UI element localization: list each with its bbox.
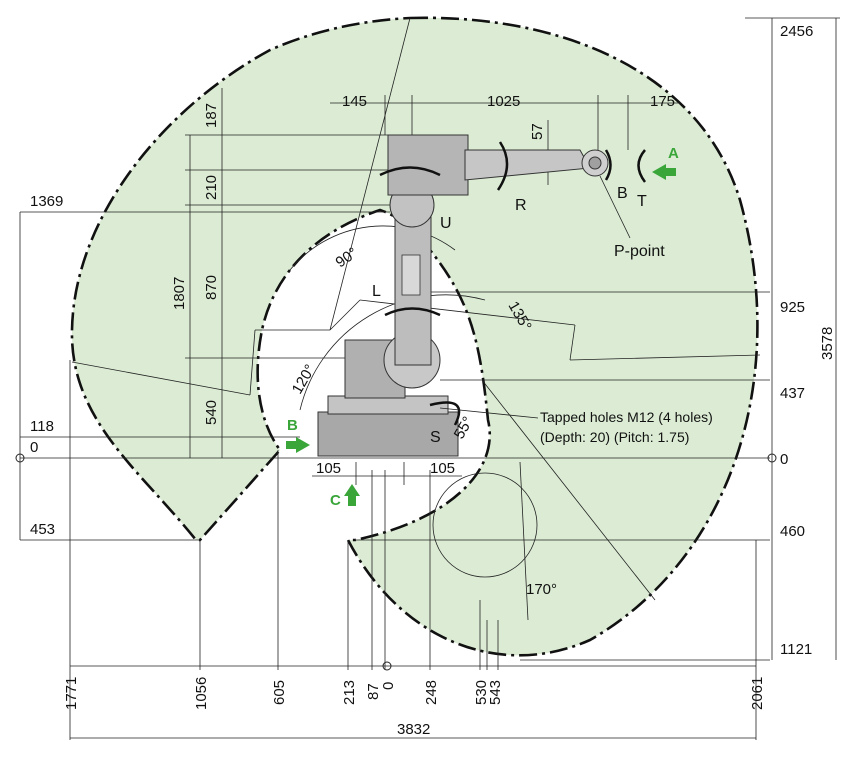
axis-label-l: L: [372, 283, 381, 300]
view-label-b: B: [287, 417, 298, 434]
dim-543: 543: [487, 680, 504, 705]
axis-label-t: T: [637, 193, 647, 210]
dim-1121: 1121: [780, 641, 812, 658]
tapped-holes-note-line1: Tapped holes M12 (4 holes): [540, 409, 713, 425]
dim-460: 460: [780, 523, 805, 540]
dim-87: 87: [365, 683, 382, 700]
view-arrow-c: [344, 484, 360, 506]
dim-925: 925: [780, 299, 805, 316]
dim-437: 437: [780, 385, 805, 402]
dim-453: 453: [30, 521, 55, 538]
work-envelope-boundary: [70, 16, 759, 657]
dim-213: 213: [341, 680, 358, 705]
dim-605: 605: [271, 680, 288, 705]
dim-1807: 1807: [171, 277, 188, 310]
reach-construction-lines: [71, 17, 761, 621]
dimension-lines: [19, 17, 840, 740]
dim-right-0: 0: [780, 451, 788, 468]
dim-175: 175: [650, 93, 675, 110]
dim-187: 187: [203, 103, 220, 128]
dim-1025: 1025: [487, 93, 520, 110]
dim-1369: 1369: [30, 193, 63, 210]
angle-170: 170°: [526, 581, 557, 598]
dim-3578: 3578: [819, 327, 836, 360]
axis-label-u: U: [440, 215, 452, 232]
angle-120: 120°: [289, 362, 319, 397]
dim-540: 540: [203, 400, 220, 425]
p-point-leader: [599, 175, 631, 239]
dim-870: 870: [203, 275, 220, 300]
view-arrow-b: [286, 437, 310, 453]
work-envelope-area: [71, 17, 758, 656]
dim-1771: 1771: [63, 677, 80, 710]
dim-248: 248: [423, 680, 440, 705]
dim-bottom-0: 0: [380, 682, 397, 690]
dim-1056: 1056: [193, 677, 210, 710]
p-point-label: P-point: [614, 243, 665, 260]
axis-label-s: S: [430, 429, 441, 446]
dim-2456: 2456: [780, 23, 813, 40]
tapped-holes-leader: [439, 407, 539, 419]
axis-label-b: B: [617, 185, 628, 202]
dim-530: 530: [473, 680, 490, 705]
view-arrow-a: [652, 164, 676, 180]
origin-markers: [15, 453, 777, 671]
dim-105-left: 105: [316, 460, 341, 477]
view-label-a: A: [668, 145, 679, 162]
view-arrows: [286, 164, 676, 506]
angle-90: 90°: [333, 244, 361, 271]
view-label-c: C: [330, 492, 341, 509]
dim-118: 118: [30, 418, 54, 435]
dim-145: 145: [342, 93, 367, 110]
dim-2061: 2061: [749, 677, 766, 710]
dim-left-0: 0: [30, 439, 38, 456]
dim-57: 57: [529, 123, 546, 140]
dim-3832: 3832: [397, 721, 430, 738]
tapped-holes-note-line2: (Depth: 20) (Pitch: 1.75): [540, 429, 689, 445]
dim-105-right: 105: [430, 460, 455, 477]
dim-210: 210: [203, 175, 220, 200]
robot-illustration: [317, 134, 647, 457]
axis-label-r: R: [515, 197, 527, 214]
